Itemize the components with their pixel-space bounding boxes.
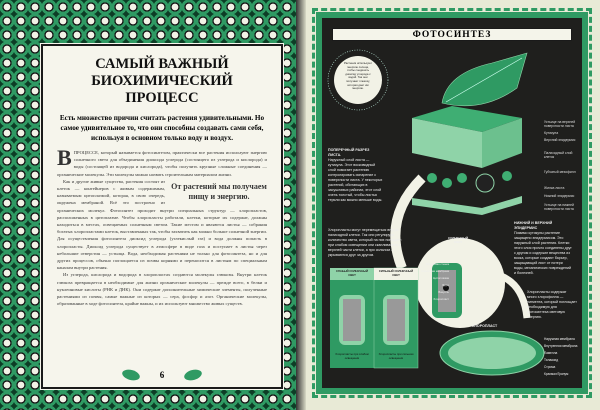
page-title: САМЫЙ ВАЖНЫЙ БИОХИМИЧЕСКИЙ ПРОЦЕСС bbox=[91, 56, 233, 106]
lead-paragraph: Есть множество причин считать растения у… bbox=[59, 114, 265, 142]
cell-label: Вакуоль bbox=[438, 290, 449, 294]
strong-light-caption: Хлоропласты при сильном освещении bbox=[378, 352, 414, 360]
drop-cap: В bbox=[57, 145, 72, 170]
cell-label: Хлоропласт bbox=[433, 297, 449, 301]
leaf-label: Кутикула bbox=[544, 131, 559, 135]
page-number: 6 bbox=[159, 370, 165, 380]
chlorophyll-text: Хлоропласты содержат много хлорофилла — … bbox=[527, 290, 577, 319]
lower-epidermis bbox=[412, 196, 522, 215]
leaf-vein bbox=[445, 57, 523, 103]
text-panel: САМЫЙ ВАЖНЫЙ БИОХИМИЧЕСКИЙ ПРОЦЕСС Есть … bbox=[40, 43, 284, 390]
chloroplast-label: Крахмал/Гранум bbox=[544, 372, 569, 376]
cross-section-text: Наружный слой листа — кутикула. Этот вос… bbox=[328, 158, 383, 202]
pull-quote: От растений мы получаем пищу и энергию. bbox=[171, 181, 267, 201]
poster-title: ФОТОСИНТЕЗ bbox=[332, 28, 572, 41]
leaf-icon bbox=[184, 369, 202, 381]
leaf-label: Устьице на нижней поверхности листа bbox=[544, 203, 574, 211]
chloroplast-label: Наружная мембрана bbox=[544, 337, 575, 341]
photosynthesis-poster: ФОТОСИНТЕЗ Растения используют энергию с… bbox=[312, 8, 592, 398]
cell-label: Цитоплазма bbox=[433, 276, 449, 280]
leaf-icon bbox=[122, 369, 140, 381]
sunlight-label: СОЛНЕЧНЫЙ СВЕТ bbox=[448, 236, 468, 244]
strong-light-label: СИЛЬНЫЙ СОЛНЕЧНЫЙ СВЕТ bbox=[378, 269, 414, 277]
arrow bbox=[390, 174, 426, 270]
chloroplast-label: Строма bbox=[544, 365, 556, 369]
chloroplast-heading: ХЛОРОПЛАСТ bbox=[472, 324, 498, 328]
epidermis-text: Помимо кутикулы растение защищено эпидер… bbox=[514, 231, 572, 275]
leaf-label: Жилка листа bbox=[544, 186, 565, 190]
leaf-label: Верхний эпидермис bbox=[544, 138, 576, 142]
cross-section-heading: ПОПЕРЕЧНЫЙ РАЗРЕЗ ЛИСТА. bbox=[328, 148, 370, 157]
leaf-top-surface bbox=[412, 106, 522, 132]
leaf-label: Устьице на верхней поверхности листа bbox=[544, 120, 576, 128]
cell-label: Клеточная стенка bbox=[426, 262, 449, 266]
cell-label: Клеточная мембрана bbox=[421, 269, 450, 273]
weak-light-caption: Хлоропласты при слабом освещении bbox=[335, 352, 369, 360]
paragraph-2: Как и другие живые существа, растения со… bbox=[57, 178, 267, 271]
chloroplast-label: Внутренняя мембрана bbox=[544, 344, 578, 348]
left-page: САМЫЙ ВАЖНЫЙ БИОХИМИЧЕСКИЙ ПРОЦЕСС Есть … bbox=[0, 0, 298, 410]
diagram-illustration bbox=[327, 49, 545, 376]
sun-text: Растения используют энергию солнца, чтоб… bbox=[344, 61, 372, 91]
chloroplast-label: Тилакоид bbox=[544, 358, 559, 362]
leaf-label: Губчатый мезофилл bbox=[544, 170, 576, 174]
paragraph-3: Из углерода, кислорода и водорода в хлор… bbox=[57, 272, 267, 307]
sun-icon bbox=[334, 56, 382, 104]
book-gutter bbox=[296, 0, 306, 410]
paragraph-1: ПРОЦЕССЕ, который называется фотосинтезо… bbox=[57, 150, 267, 177]
leaf-label: Нижний эпидермис bbox=[544, 194, 575, 198]
sun-rays bbox=[327, 49, 389, 111]
leaf-vein-bundle bbox=[475, 173, 495, 193]
body-text: В ПРОЦЕССЕ, который называется фотосинте… bbox=[57, 145, 267, 307]
leaf-label: Палисадный слой клеток bbox=[544, 151, 573, 159]
chloroplast-movement-text: Хлоропласты могут перемещаться внутри па… bbox=[328, 228, 402, 257]
arrow bbox=[471, 269, 531, 319]
chloroplast-label: Ламелла bbox=[544, 351, 558, 355]
weak-light-label: СЛАБЫЙ СОЛНЕЧНЫЙ СВЕТ bbox=[335, 269, 369, 277]
epidermis-heading: НИЖНИЙ И ВЕРХНИЙ ЭПИДЕРМИС bbox=[514, 221, 553, 230]
cell-label: Ядро bbox=[442, 283, 449, 287]
palisade-layer bbox=[412, 118, 482, 168]
right-page: ФОТОСИНТЕЗ Растения используют энергию с… bbox=[306, 0, 600, 410]
